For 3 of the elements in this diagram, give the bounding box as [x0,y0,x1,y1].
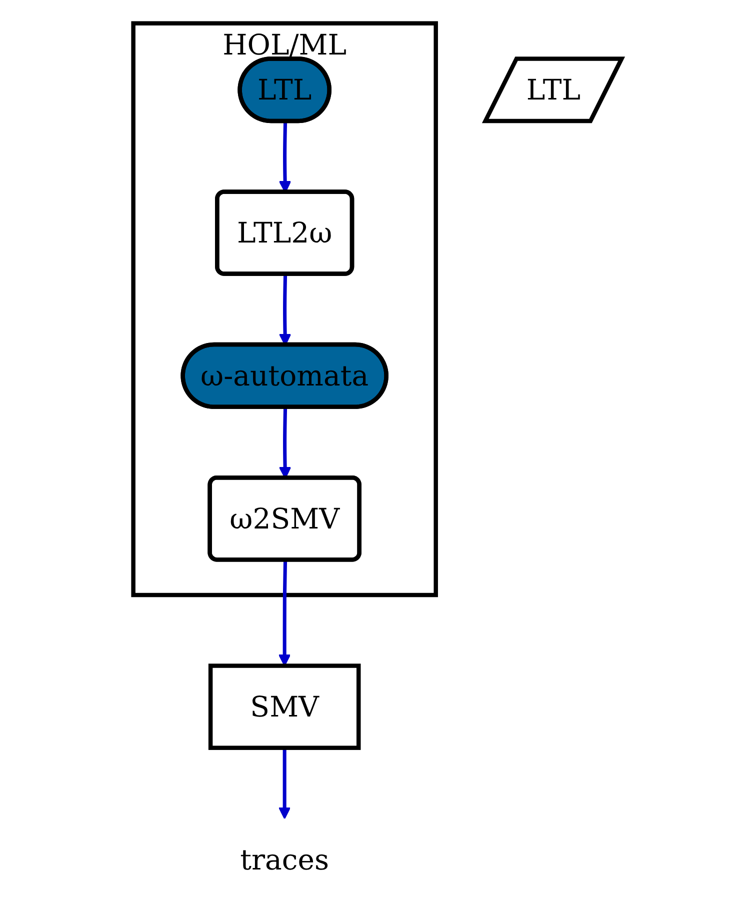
arrow [278,748,290,820]
node-text: traces [240,842,329,877]
node-box: SMV [208,664,360,750]
